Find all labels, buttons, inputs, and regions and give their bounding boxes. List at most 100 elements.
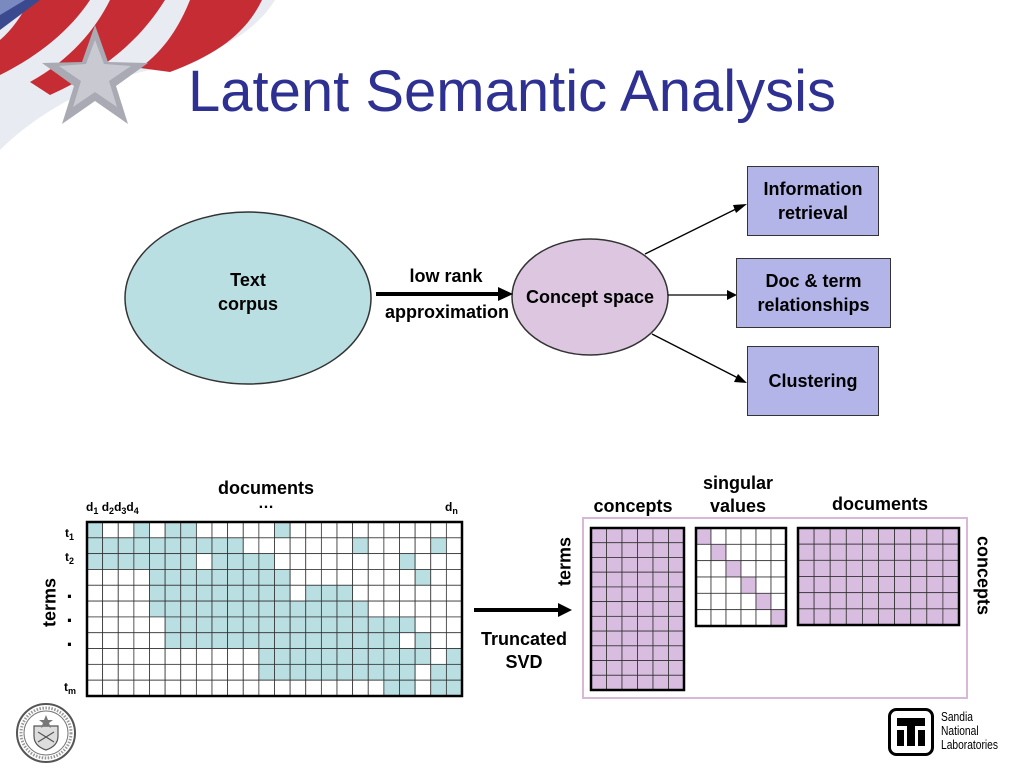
vt-matrix-cell — [878, 543, 896, 561]
u-matrix-cell — [668, 542, 685, 558]
sigma-matrix-cell — [755, 592, 772, 611]
svd-frame — [582, 517, 968, 699]
sigma-matrix-cell — [725, 543, 742, 562]
sigma-matrix-cell — [755, 609, 772, 627]
svd-factor-matrices — [582, 517, 968, 699]
u-matrix-cell — [621, 615, 638, 632]
tm-sub: m — [68, 686, 77, 696]
u-matrix-cell — [606, 557, 623, 573]
vt-matrix-cell — [910, 592, 928, 610]
u-matrix-cell — [590, 527, 607, 544]
sigma-matrix-cell — [770, 592, 787, 611]
sigma-matrix-cell — [695, 543, 712, 562]
text-corpus-line-2: corpus — [217, 294, 278, 314]
sigma-matrix-cell — [695, 576, 712, 594]
sandia-line-1: Sandia — [941, 710, 973, 724]
dot-3: · — [66, 632, 74, 657]
t2-sub: 2 — [69, 556, 75, 566]
u-matrix-cell — [652, 542, 669, 558]
dn-sub: n — [452, 506, 458, 516]
vt-matrix-cell — [797, 559, 815, 577]
u-matrix-cell — [652, 586, 669, 603]
u-matrix-cell — [606, 645, 623, 661]
u-matrix-cell — [637, 660, 654, 676]
u-matrix-cell — [637, 586, 654, 603]
sigma-matrix-cell — [725, 609, 742, 627]
sigma-matrix-cell — [770, 527, 787, 545]
d2-sub: 2 — [109, 506, 115, 516]
vt-matrix-cell — [829, 592, 847, 610]
vt-matrix-cell — [813, 527, 831, 545]
u-matrix-cell — [668, 571, 685, 588]
clustering-box: Clustering — [747, 346, 879, 416]
vt-matrix-cell — [845, 559, 863, 577]
sigma-matrix-cell — [710, 592, 727, 611]
vt-matrix-cell — [862, 592, 879, 610]
u-matrix-cell — [668, 660, 685, 676]
vt-matrix-cell — [829, 559, 847, 577]
u-matrix-cell — [652, 674, 669, 691]
vt-matrix-cell — [845, 592, 863, 610]
u-matrix-cell — [637, 615, 654, 632]
doc-term-line-2: relationships — [757, 295, 870, 315]
u-matrix-cell — [637, 557, 654, 573]
u-matrix-cell — [668, 557, 685, 573]
vt-matrix-cell — [894, 543, 912, 561]
vt-matrix-cell — [797, 543, 815, 561]
u-matrix-cell — [621, 557, 638, 573]
sigma-matrix-cell — [740, 609, 757, 627]
u-matrix-cell — [590, 542, 607, 558]
u-matrix-cell — [668, 645, 685, 661]
u-matrix-cell — [652, 660, 669, 676]
vt-matrix-cell — [862, 559, 879, 577]
u-matrix-cell — [637, 527, 654, 544]
d2-d: d — [101, 500, 110, 514]
u-matrix-cell — [621, 586, 638, 603]
matrix-documents-label: documents — [217, 478, 314, 498]
vt-matrix-cell — [878, 527, 896, 545]
vt-matrix-cell — [894, 559, 912, 577]
sigma-matrix-cell — [695, 609, 712, 627]
vt-matrix-cell — [894, 592, 912, 610]
truncated-svd-line-1: Truncated — [480, 629, 568, 649]
svd-documents-top-label: documents — [831, 494, 928, 514]
svd-terms-side-label: terms — [554, 536, 575, 587]
sandia-line-3: Laboratories — [941, 738, 998, 752]
matrix-ellipsis: … — [258, 495, 274, 512]
vt-matrix-cell — [813, 543, 831, 561]
vt-matrix-cell — [894, 608, 912, 626]
svd-concepts-top-label: concepts — [593, 496, 673, 516]
doc-term-relationships-box: Doc & term relationships — [736, 258, 891, 328]
vt-matrix-cell — [813, 576, 831, 594]
term-document-matrix — [85, 520, 464, 698]
u-matrix-cell — [590, 571, 607, 588]
doc-term-line-1: Doc & term — [765, 271, 862, 291]
d3-d: d — [114, 500, 122, 514]
sigma-matrix-cell — [740, 527, 757, 545]
vt-matrix-cell — [797, 592, 815, 610]
dn-label: dn — [445, 500, 458, 516]
u-matrix-cell — [652, 630, 669, 647]
sigma-matrix-border — [694, 526, 788, 628]
vt-matrix-cell — [894, 576, 912, 594]
low-rank-label: low rank — [409, 266, 483, 286]
sigma-matrix-cell — [770, 609, 787, 627]
u-matrix-cell — [621, 645, 638, 661]
d4-d: d — [126, 500, 134, 514]
u-matrix-cell — [668, 630, 685, 647]
text-corpus-ellipse — [124, 211, 372, 385]
u-matrix-cell — [606, 542, 623, 558]
vt-matrix-cell — [942, 543, 960, 561]
u-matrix-cell — [606, 674, 623, 691]
sigma-matrix-cell — [740, 576, 757, 594]
truncated-svd-line-2: SVD — [505, 652, 543, 672]
vt-matrix-cell — [797, 527, 815, 545]
u-matrix-cell — [668, 615, 685, 632]
singular-values-line-1: singular — [702, 473, 773, 493]
sigma-matrix-cell — [770, 560, 787, 578]
vt-matrix-cell — [862, 527, 879, 545]
vt-matrix-cell — [862, 608, 879, 626]
t1-label: t1 — [65, 526, 74, 542]
sigma-matrix-cell — [755, 527, 772, 545]
